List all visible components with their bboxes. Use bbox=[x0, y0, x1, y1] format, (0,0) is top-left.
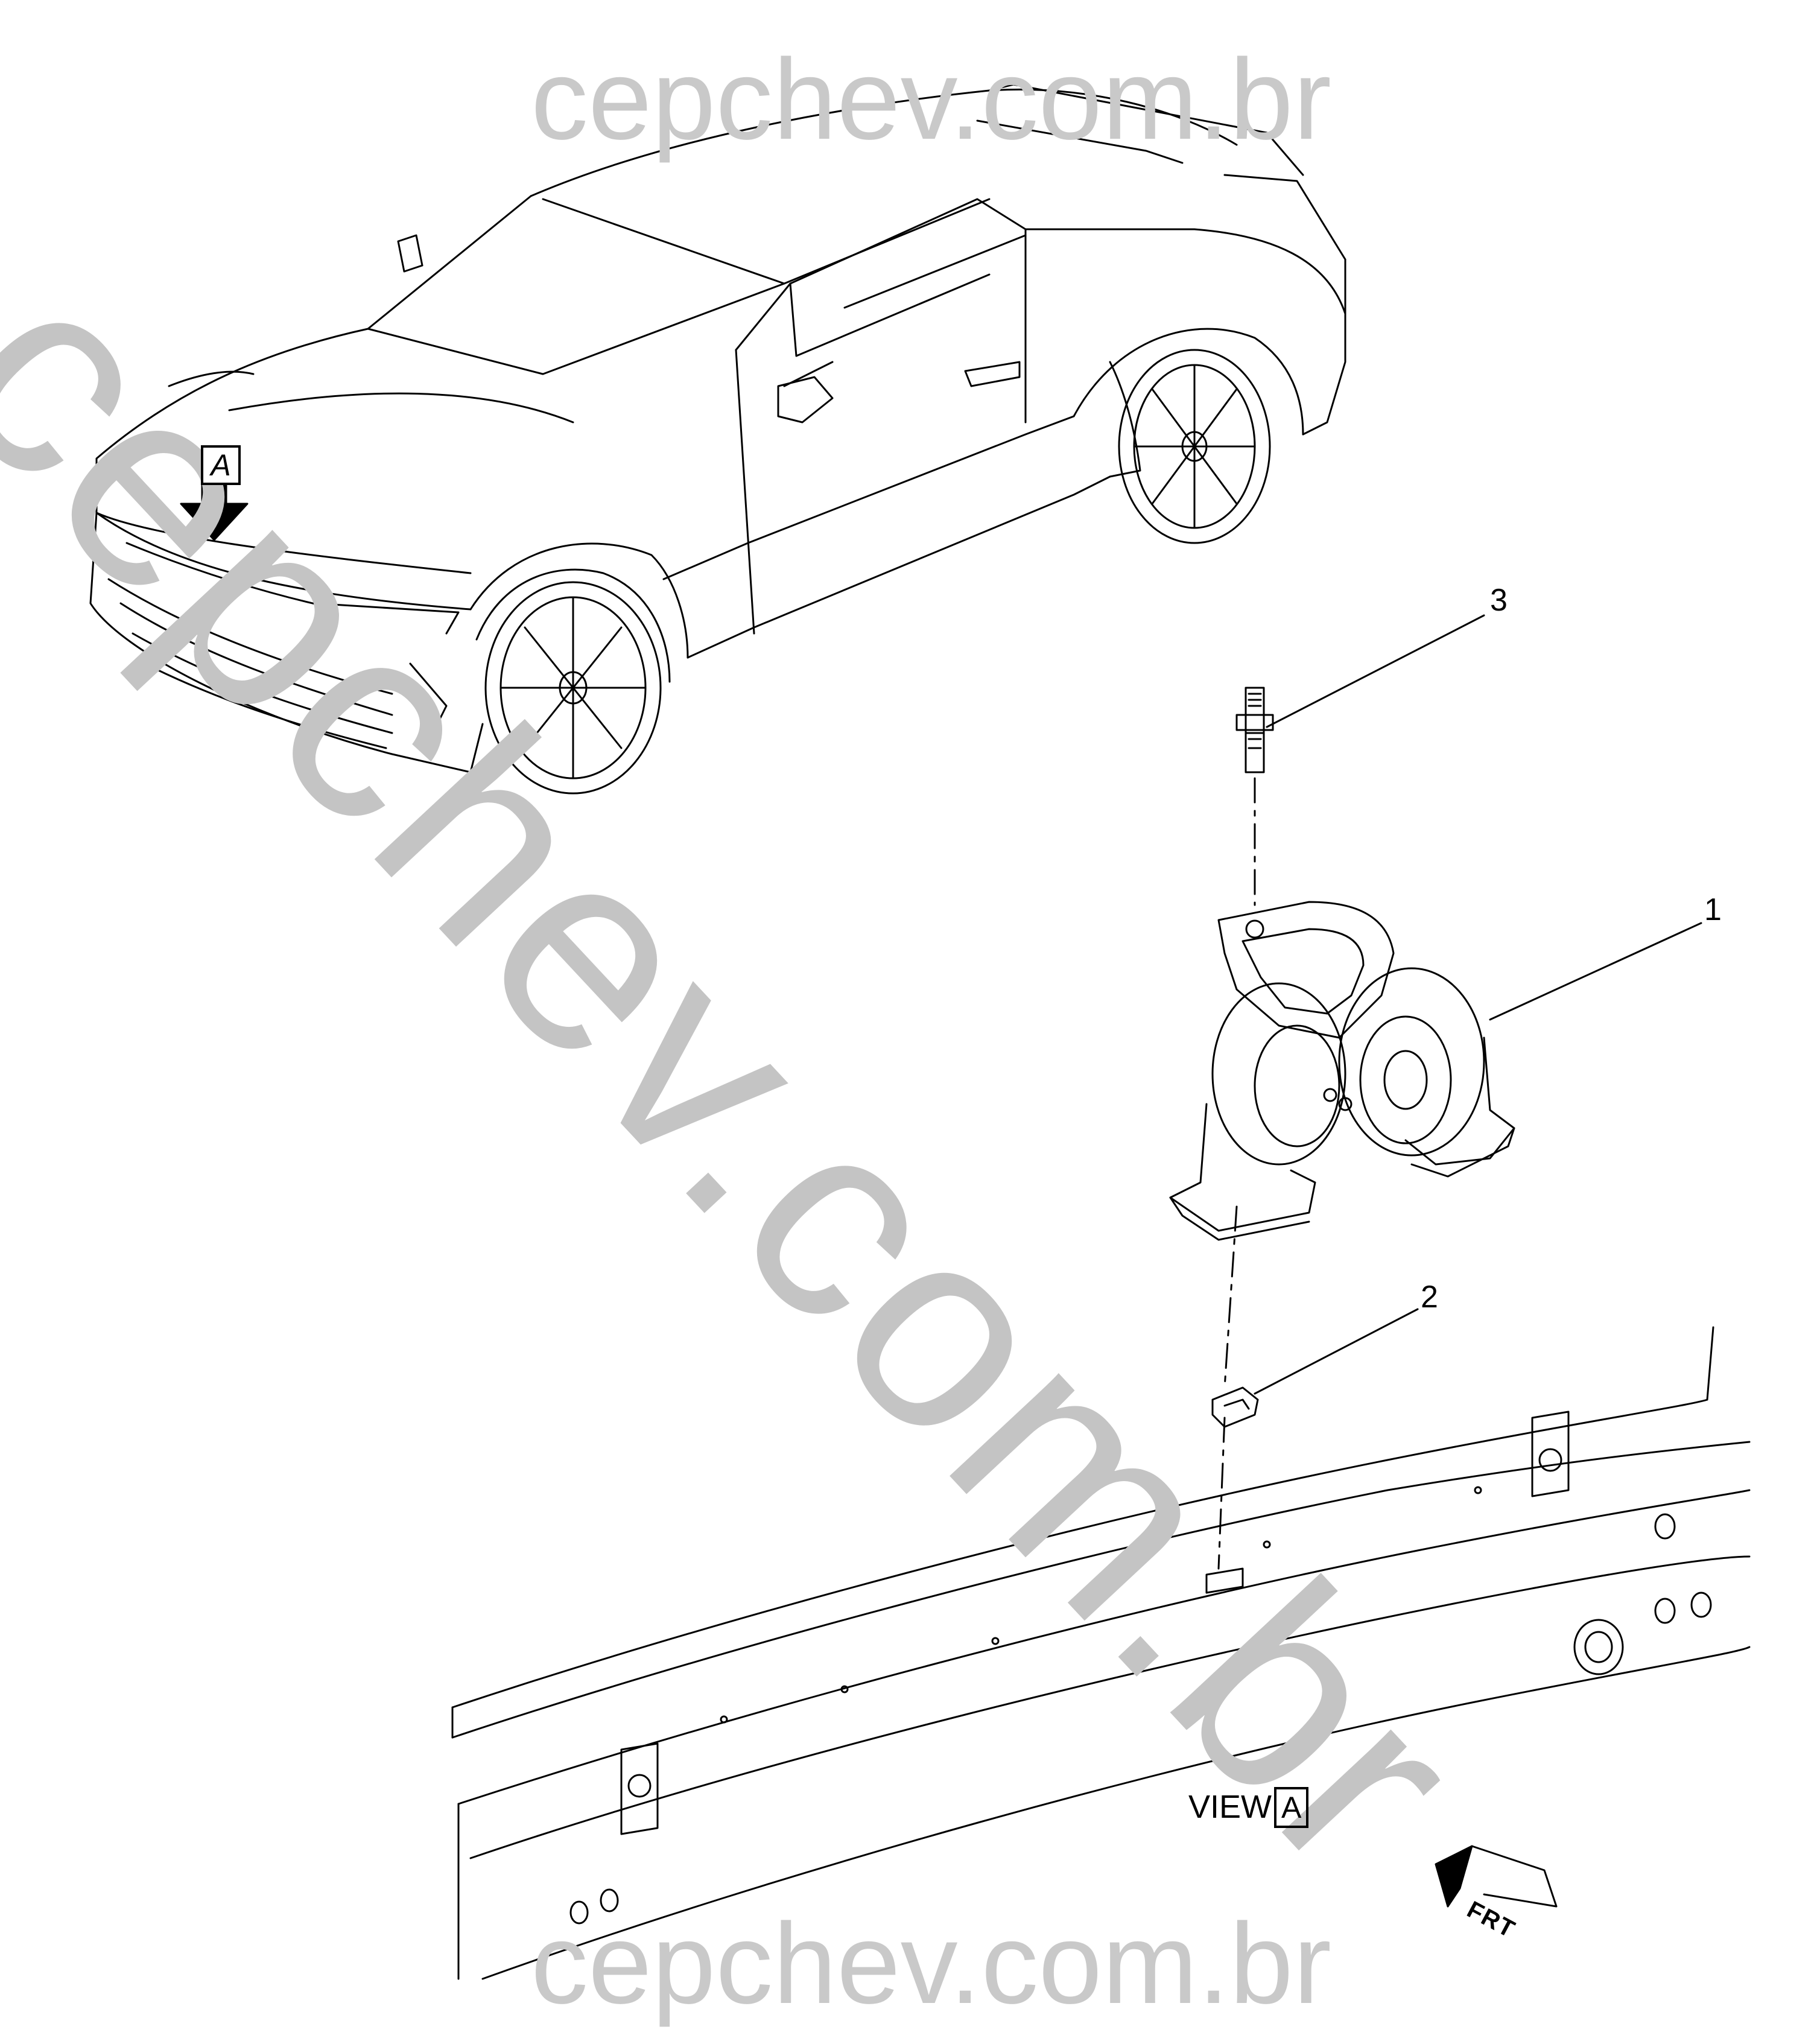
center-line-middle bbox=[1223, 1205, 1238, 1389]
view-label-letter: A bbox=[1274, 1787, 1309, 1828]
arrow-down-icon bbox=[180, 484, 249, 541]
leader-line-1 bbox=[1489, 922, 1702, 1021]
view-marker-a: A bbox=[201, 445, 241, 485]
horn-assembly bbox=[1169, 901, 1515, 1241]
callout-1: 1 bbox=[1704, 892, 1722, 927]
car-illustration bbox=[89, 83, 1346, 795]
callout-3: 3 bbox=[1490, 583, 1508, 618]
center-line-lower bbox=[1217, 1417, 1226, 1570]
leader-line-3 bbox=[1266, 614, 1485, 728]
watermark-bottom: cepchev.com.br bbox=[531, 1900, 1332, 2028]
nut bbox=[1211, 1386, 1259, 1428]
leader-line-2 bbox=[1254, 1308, 1419, 1395]
callout-2: 2 bbox=[1421, 1280, 1438, 1315]
front-arrow-icon bbox=[1435, 1845, 1558, 1908]
view-label-text: VIEW bbox=[1188, 1789, 1272, 1825]
watermark-top: cepchev.com.br bbox=[531, 36, 1332, 163]
frame-rail bbox=[451, 1326, 1751, 1980]
stud-bolt bbox=[1235, 687, 1274, 773]
